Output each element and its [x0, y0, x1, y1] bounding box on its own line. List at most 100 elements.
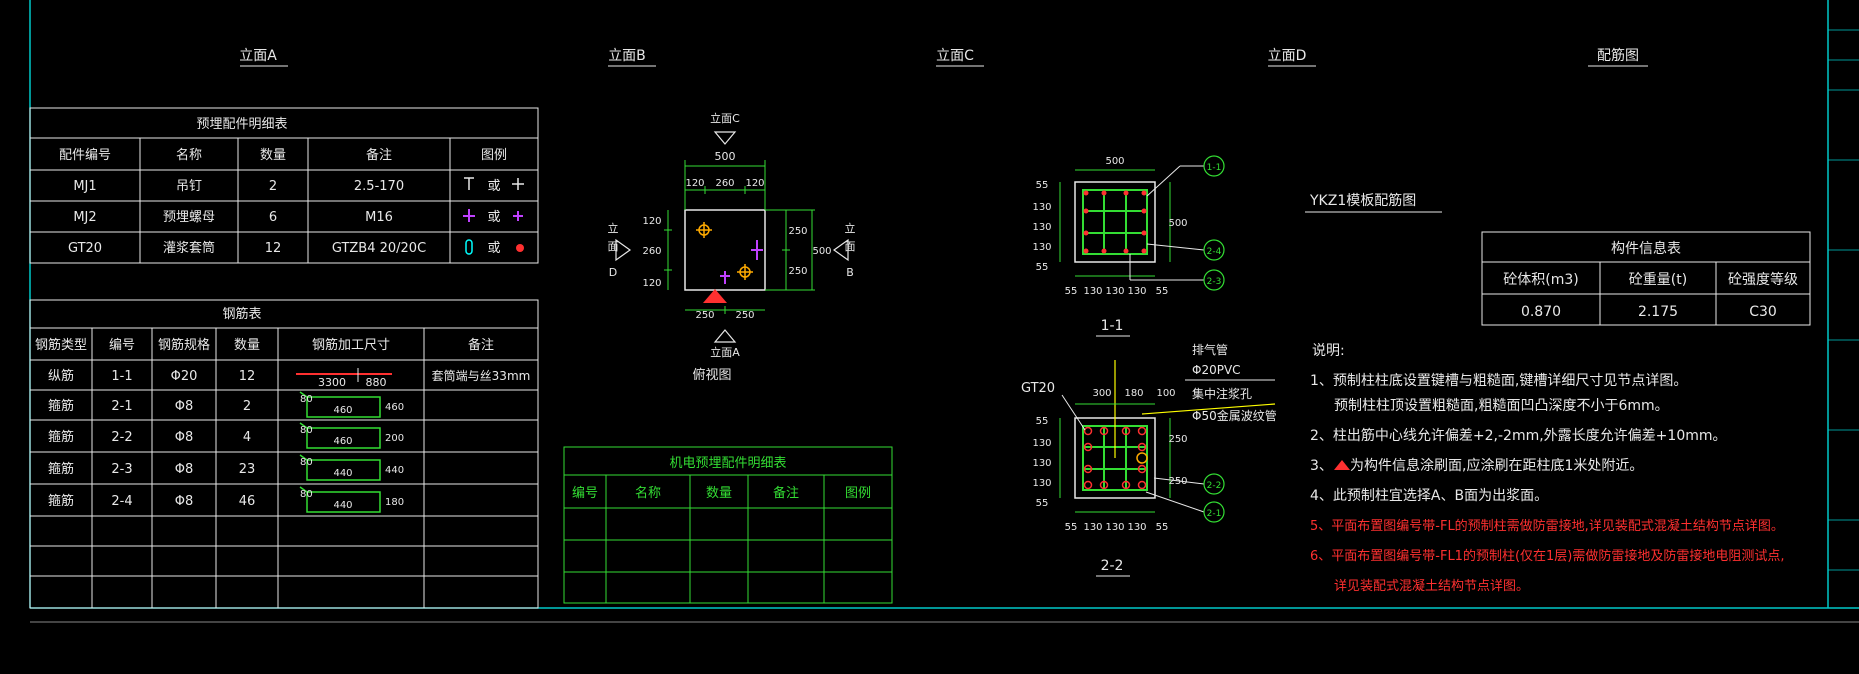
section-dim: 250	[1168, 434, 1187, 445]
section-dim: 500	[1105, 156, 1124, 167]
rebar-cell: 箍筋	[48, 493, 74, 509]
rebar-dim: 3300	[318, 376, 346, 389]
section-dim: 130	[1032, 438, 1051, 449]
section-dim: 180	[1124, 388, 1143, 399]
embedded-header-id: 配件编号	[59, 148, 111, 163]
rebar-cell: 12	[239, 369, 256, 384]
rebar-cell: Φ20	[171, 369, 198, 384]
note-line: 预制柱柱顶设置粗糙面,粗糙面凹凸深度不小于6mm。	[1334, 398, 1669, 414]
notes-block: 说明: 1、预制柱柱底设置键槽与粗糙面,键槽详细尺寸见节点详图。 预制柱柱顶设置…	[1310, 343, 1785, 594]
section-dim: 130	[1105, 522, 1124, 533]
embedded-cell: 吊钉	[176, 179, 202, 194]
embedded-header-qty: 数量	[260, 148, 286, 163]
component-value: 0.870	[1521, 304, 1561, 320]
embedded-cell: GTZB4 20/20C	[332, 241, 426, 256]
rebar-dim: 460	[333, 405, 352, 416]
rebar-header: 钢筋加工尺寸	[312, 337, 390, 353]
section-dim: 130	[1032, 242, 1051, 253]
note-prefix: 3、	[1310, 458, 1333, 474]
rebar-dim: 180	[385, 497, 404, 508]
plan-label-top: 立面C	[710, 111, 740, 125]
note-line: 详见装配式混凝土结构节点详图。	[1334, 578, 1529, 594]
view-title-c: 立面C	[936, 48, 974, 64]
plan-dim: 120	[745, 178, 764, 189]
rebar-dim: 80	[300, 425, 313, 436]
section-2-2-tag-icons	[1203, 473, 1225, 523]
section-tag: 2-4	[1207, 247, 1222, 257]
plan-label-left: D	[609, 266, 617, 279]
section-caption: 2-2	[1101, 558, 1124, 574]
embedded-table-title: 预埋配件明细表	[196, 117, 287, 132]
embedded-cell: 12	[265, 241, 282, 256]
plan-dim: 500	[715, 150, 736, 163]
section-dim: 55	[1065, 522, 1078, 533]
embedded-parts-table	[29, 107, 539, 264]
rebar-cell: 2	[243, 399, 251, 414]
plan-view: 立面C 立面A 立 面 D 立 面 B 俯视图 500 120 260 120 …	[608, 111, 856, 383]
rebar-cell: 4	[243, 430, 251, 445]
plan-label-bottom: 立面A	[710, 345, 740, 359]
rebar-dim: 880	[366, 376, 387, 389]
arrow-down-icon	[713, 131, 737, 145]
mep-table	[563, 446, 893, 604]
title-block-strip	[1828, 29, 1859, 571]
embedded-cell: M16	[365, 210, 393, 225]
plan-label-left: 面	[608, 240, 619, 253]
section-tag: 1-1	[1207, 163, 1222, 173]
section-dim: 500	[1168, 218, 1187, 229]
view-title-b: 立面B	[608, 48, 646, 64]
plan-dim: 250	[788, 226, 807, 237]
component-value: C30	[1749, 304, 1777, 320]
rebar-shape-stirrups	[299, 391, 381, 513]
plan-caption: 俯视图	[692, 367, 731, 383]
plan-lifting-pin-icon	[696, 222, 753, 280]
section-dim: 300	[1092, 388, 1111, 399]
rebar-cell: Φ8	[175, 430, 194, 445]
vent-pipe-icon	[1136, 452, 1148, 464]
grout-sleeve-icon	[465, 239, 524, 255]
plan-label-right: B	[846, 266, 854, 279]
plan-nut-icon	[720, 240, 763, 284]
rebar-cell: 23	[239, 462, 256, 477]
rebar-dim: 460	[333, 436, 352, 447]
rebar-cell: 箍筋	[48, 398, 74, 414]
rebar-table-title: 钢筋表	[222, 306, 261, 322]
note-line: 为构件信息涂刷面,应涂刷在距柱底1米处附近。	[1350, 457, 1643, 474]
plan-dim: 500	[812, 246, 831, 257]
section-dim: 130	[1032, 222, 1051, 233]
section-dim: 130	[1032, 458, 1051, 469]
section-tag: 2-1	[1207, 509, 1222, 519]
rebar-cell: 46	[239, 494, 256, 509]
rebar-dim: 440	[385, 465, 404, 476]
embedded-cell: 预埋螺母	[163, 210, 215, 225]
embedded-header-legend: 图例	[481, 148, 507, 163]
rebar-dim: 440	[333, 468, 352, 479]
view-title-a: 立面A	[239, 48, 277, 64]
rebar-header: 编号	[109, 338, 135, 353]
section-2-2: GT20 300 180 100 55 130 130 130 55 55 13…	[1021, 342, 1277, 577]
component-block: YKZ1模板配筋图 构件信息表 砼体积(m3) 砼重量(t) 砼强度等级 0.8…	[1305, 192, 1811, 326]
embedded-cell: GT20	[68, 241, 102, 256]
section-dim: 130	[1032, 478, 1051, 489]
embedded-cell: MJ2	[73, 210, 96, 225]
embedded-cell: 6	[269, 210, 277, 225]
rebar-cell: 箍筋	[48, 461, 74, 477]
section-dim: 55	[1156, 286, 1169, 297]
notes-title: 说明:	[1312, 343, 1345, 359]
section-dim: 55	[1156, 522, 1169, 533]
section-dim: 130	[1105, 286, 1124, 297]
plan-dim: 260	[715, 178, 734, 189]
mep-header: 备注	[773, 485, 799, 501]
annotation-vent: 排气管	[1192, 342, 1228, 357]
embedded-header-name: 名称	[176, 147, 202, 163]
embedded-header-note: 备注	[366, 147, 392, 163]
plan-dim: 250	[735, 310, 754, 321]
rebar-cell: Φ8	[175, 462, 194, 477]
component-value: 2.175	[1638, 304, 1678, 320]
rebar-header: 数量	[234, 338, 260, 353]
rebar-dim: 80	[300, 457, 313, 468]
lifting-pin-icon	[464, 177, 524, 190]
embedded-cell: MJ1	[73, 179, 96, 194]
component-header: 砼强度等级	[1728, 271, 1798, 288]
